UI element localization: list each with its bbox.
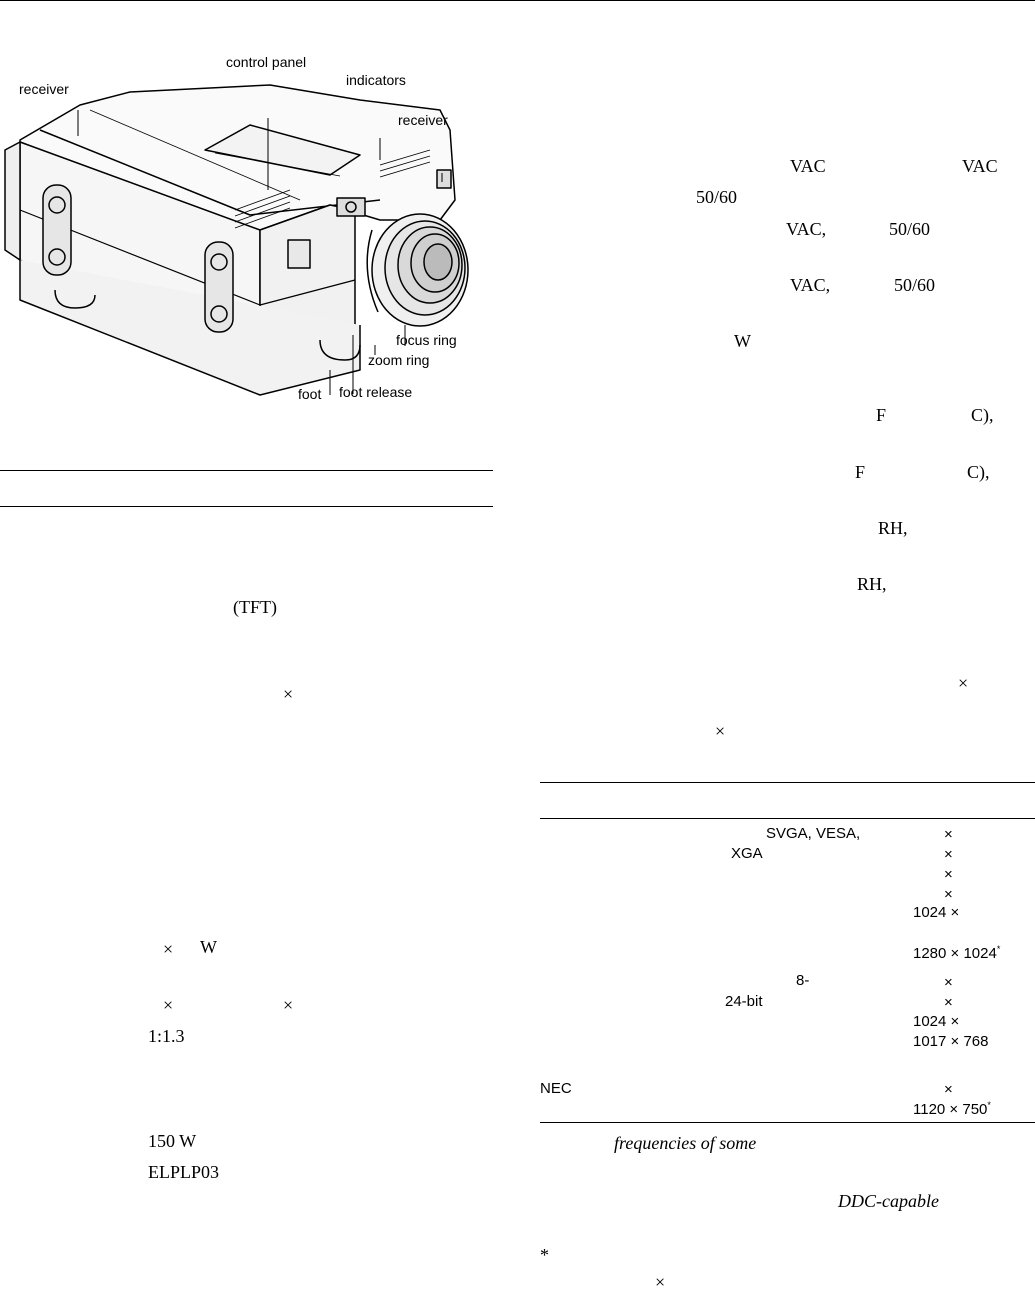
temp-c: C), [967,462,990,482]
label-foot-release: foot release [339,384,413,400]
times-sign: × [715,721,726,741]
watt-unit: W [734,331,751,351]
voltage-unit: VAC [962,156,998,176]
humidity-unit: RH, [878,518,908,538]
lamp-wattage: 150 W [148,1131,197,1151]
table-cell-resolution: × [944,826,953,843]
times-sign: × [163,995,174,1015]
times-sign: × [163,939,174,959]
label-zoom-ring: zoom ring [368,352,430,368]
projector-illustration [4,84,469,396]
label-receiver-left: receiver [19,81,69,97]
frequency: 50/60 [894,275,936,295]
table-rule-header [540,818,1035,819]
times-sign: × [655,1272,666,1292]
times-sign: × [283,684,294,704]
left-table-rule-mid [0,506,493,507]
label-control-panel: control panel [226,54,307,70]
label-focus-ring: focus ring [396,332,457,348]
table-cell-resolution: × [944,886,953,903]
footnote-star: * [540,1245,549,1265]
table-cell-resolution: × [944,994,953,1011]
times-sign: × [283,995,294,1015]
frequency: 50/60 [889,219,931,239]
left-table-rule-top [0,470,493,471]
table-cell-resolution: × [944,974,953,991]
zoom-ratio: 1:1.3 [148,1026,185,1046]
table-rule-top [540,782,1035,783]
humidity-unit: RH, [857,574,887,594]
temp-c: C), [971,405,994,425]
table-cell-mode: 24-bit [725,993,763,1010]
table-cell-resolution: × [944,866,953,883]
lamp-model: ELPLP03 [148,1162,220,1182]
resolution-value: 1120 × 750 [913,1101,988,1118]
note-frequencies: frequencies of some [614,1133,757,1153]
temp-f: F [855,462,866,482]
table-cell-resolution: 1120 × 750* [913,1100,991,1118]
table-cell-resolution: × [944,846,953,863]
table-cell-resolution: 1280 × 1024* [913,944,1000,962]
watt-unit: W [200,937,217,957]
voltage-unit: VAC, [786,219,827,239]
note-ddc: DDC-capable [838,1191,939,1211]
voltage-unit: VAC [790,156,826,176]
table-cell-resolution: 1017 × 768 [913,1033,989,1050]
label-foot: foot [298,386,322,402]
table-cell-mode: NEC [540,1080,572,1097]
table-cell-mode: XGA [731,845,763,862]
table-cell-mode: SVGA, VESA, [766,825,861,842]
resolution-value: 1280 × 1024 [913,945,997,962]
table-cell-resolution: 1024 × [913,904,960,921]
label-indicators: indicators [346,72,406,88]
temp-f: F [876,405,887,425]
times-sign: × [958,673,969,693]
label-receiver-right: receiver [398,112,448,128]
table-cell-resolution: 1024 × [913,1013,960,1030]
table-cell-mode: 8- [796,972,810,989]
voltage-unit: VAC, [790,275,831,295]
tft-text: (TFT) [233,597,277,617]
footnote-marker: * [996,944,1001,954]
page-top-rule [0,0,1035,1]
footnote-marker: * [987,1100,991,1110]
table-cell-resolution: × [944,1081,953,1098]
table-rule-bottom [540,1122,1035,1123]
frequency: 50/60 [696,187,738,207]
